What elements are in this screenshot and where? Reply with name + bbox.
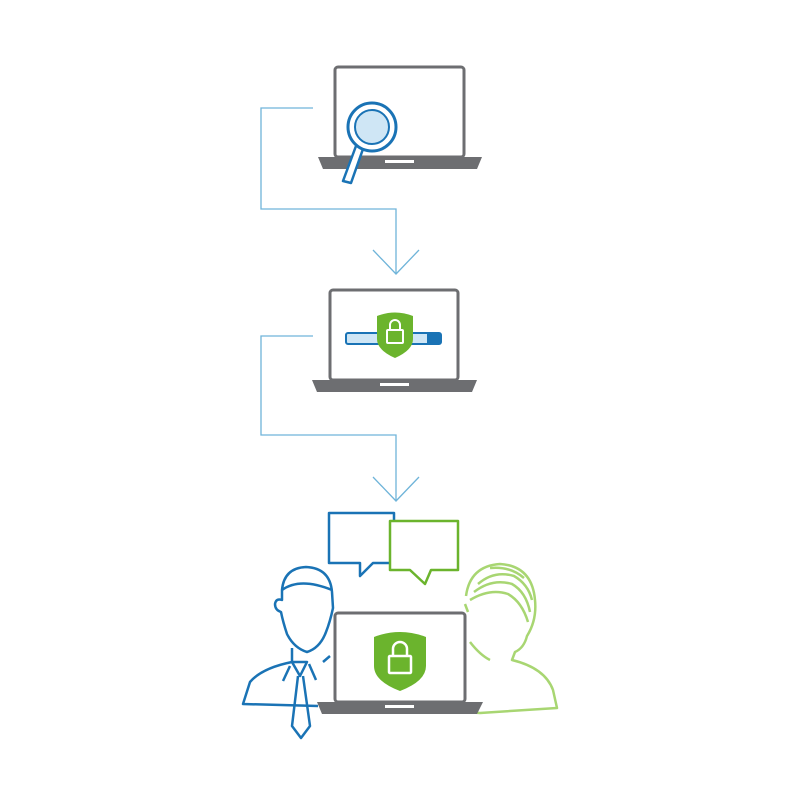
magnifier-icon <box>341 101 398 185</box>
laptop-trackpad <box>385 705 414 708</box>
laptop-trackpad <box>385 160 414 163</box>
shield-lock-icon <box>374 632 426 691</box>
speech-bubble-green-icon <box>388 519 460 586</box>
step-1-laptop-search <box>318 65 482 185</box>
step-3-collaboration <box>241 511 559 740</box>
laptop-trackpad <box>380 383 409 386</box>
connector-1 <box>260 107 420 275</box>
arrowhead-down-icon <box>372 476 420 502</box>
man-with-tie-icon <box>241 565 335 740</box>
arrowhead-down-icon <box>372 249 420 275</box>
connector-2 <box>260 335 420 502</box>
laptop-shield-lock-icon <box>317 611 483 714</box>
speech-bubble-blue-icon <box>327 511 396 578</box>
woman-icon <box>463 562 559 715</box>
shield-lock-icon <box>377 312 413 358</box>
step-2-laptop-secure <box>312 288 477 392</box>
